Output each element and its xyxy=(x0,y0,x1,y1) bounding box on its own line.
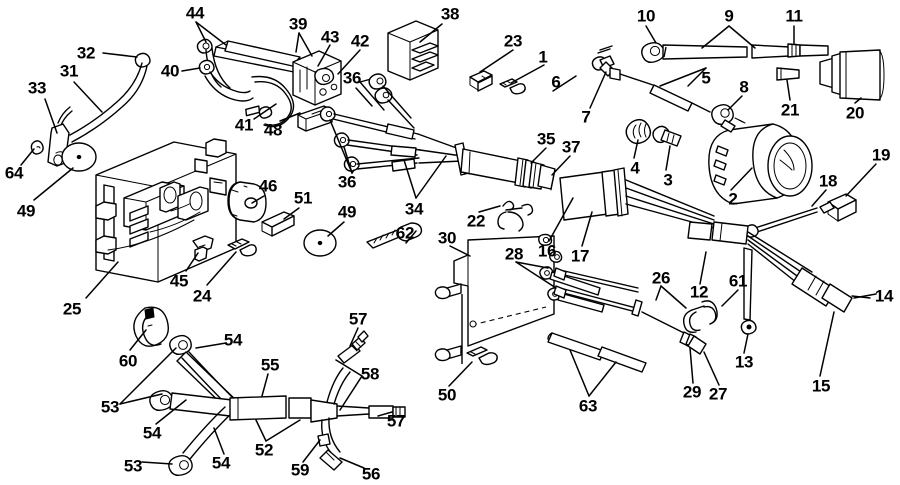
part-ground-strap-group xyxy=(30,52,151,172)
callout-58: 58 xyxy=(360,364,380,384)
part-bolt-62 xyxy=(366,222,423,249)
callout-17: 17 xyxy=(570,246,590,266)
callout-8: 8 xyxy=(739,77,749,97)
part-cable-harness-36-34 xyxy=(319,73,556,191)
callout-13: 13 xyxy=(734,352,754,372)
part-spacer-51 xyxy=(261,211,295,237)
callout-9: 9 xyxy=(724,6,734,26)
callout-38: 38 xyxy=(440,4,460,24)
callout-45: 45 xyxy=(169,271,189,291)
callout-55: 55 xyxy=(260,355,280,375)
part-gauge-2 xyxy=(708,117,813,205)
callout-19: 19 xyxy=(871,145,891,165)
callout-64: 64 xyxy=(4,163,24,183)
callout-33: 33 xyxy=(27,78,47,98)
callout-6: 6 xyxy=(551,72,561,92)
callout-12: 12 xyxy=(689,282,709,302)
callout-24: 24 xyxy=(192,286,212,306)
part-screw-50 xyxy=(466,346,498,366)
callout-51: 51 xyxy=(293,188,313,208)
part-wishbone-assembly xyxy=(149,330,406,477)
callout-61: 61 xyxy=(728,271,748,291)
callout-2: 2 xyxy=(728,189,738,209)
part-connector-19-18 xyxy=(744,193,857,238)
part-clip-45 xyxy=(192,235,214,262)
callout-4: 4 xyxy=(630,158,640,178)
part-retaining-ring-60 xyxy=(133,306,170,347)
callout-49b: 49 xyxy=(337,202,357,222)
callout-39: 39 xyxy=(288,14,308,34)
part-mounting-plate-30 xyxy=(434,233,563,364)
callout-37: 37 xyxy=(561,137,581,157)
callout-46: 46 xyxy=(258,176,278,196)
callout-54c: 54 xyxy=(211,453,231,473)
callout-11: 11 xyxy=(785,6,803,26)
part-relay-38 xyxy=(387,20,439,81)
callout-56: 56 xyxy=(361,464,381,484)
callout-14: 14 xyxy=(874,286,894,306)
callout-31: 31 xyxy=(59,61,79,81)
callout-10: 10 xyxy=(636,6,656,26)
callout-20: 20 xyxy=(845,103,865,123)
callout-29: 29 xyxy=(682,382,702,402)
part-bulb-3 xyxy=(652,125,682,147)
callout-53a: 53 xyxy=(100,397,120,417)
callout-16: 16 xyxy=(537,241,557,261)
callout-49a: 49 xyxy=(16,201,36,221)
callout-7: 7 xyxy=(581,107,591,127)
callout-36a: 36 xyxy=(342,68,362,88)
part-screw-1 xyxy=(499,78,526,95)
part-linkage-44-39 xyxy=(196,38,342,132)
callout-36b: 36 xyxy=(337,172,357,192)
callout-30: 30 xyxy=(437,228,457,248)
callout-48: 48 xyxy=(263,120,283,140)
callout-5: 5 xyxy=(701,68,711,88)
callout-32: 32 xyxy=(76,43,96,63)
callout-52a: 52 xyxy=(254,440,274,460)
callout-15: 15 xyxy=(811,376,831,396)
callout-57b: 57 xyxy=(386,411,406,431)
callout-27: 27 xyxy=(708,384,728,404)
callout-41: 41 xyxy=(234,115,254,135)
part-grommet-46 xyxy=(227,181,267,223)
part-control-box-housing xyxy=(95,138,237,283)
callout-44: 44 xyxy=(185,3,205,23)
callout-26: 26 xyxy=(651,268,671,288)
callout-1: 1 xyxy=(538,47,548,67)
callout-50: 50 xyxy=(437,385,457,405)
callout-59: 59 xyxy=(290,460,310,480)
callout-22: 22 xyxy=(466,211,486,231)
part-spring-clip-22 xyxy=(497,200,534,232)
callout-3: 3 xyxy=(663,170,673,190)
part-terminal-23 xyxy=(469,70,493,92)
callout-28: 28 xyxy=(504,244,524,264)
callout-63: 63 xyxy=(578,396,598,416)
callout-21: 21 xyxy=(780,100,800,120)
callout-42: 42 xyxy=(350,31,370,51)
callout-18: 18 xyxy=(818,171,838,191)
part-bulb-socket-4 xyxy=(625,118,652,145)
part-main-harness xyxy=(547,167,871,373)
leader-lines xyxy=(20,21,877,469)
part-boot-20 xyxy=(819,49,885,101)
callout-54b: 54 xyxy=(142,423,162,443)
callout-23: 23 xyxy=(503,31,523,51)
callout-62: 62 xyxy=(395,223,415,243)
callout-35: 35 xyxy=(536,129,556,149)
part-throttle-rods xyxy=(591,41,829,126)
part-screw-24 xyxy=(227,238,257,257)
callout-25: 25 xyxy=(62,299,82,319)
callout-40: 40 xyxy=(160,61,180,81)
callout-60: 60 xyxy=(118,351,138,371)
callout-54a: 54 xyxy=(223,330,243,350)
callout-34: 34 xyxy=(404,199,424,219)
callout-43: 43 xyxy=(320,27,340,47)
callout-57a: 57 xyxy=(348,309,368,329)
callout-53b: 53 xyxy=(123,456,143,476)
